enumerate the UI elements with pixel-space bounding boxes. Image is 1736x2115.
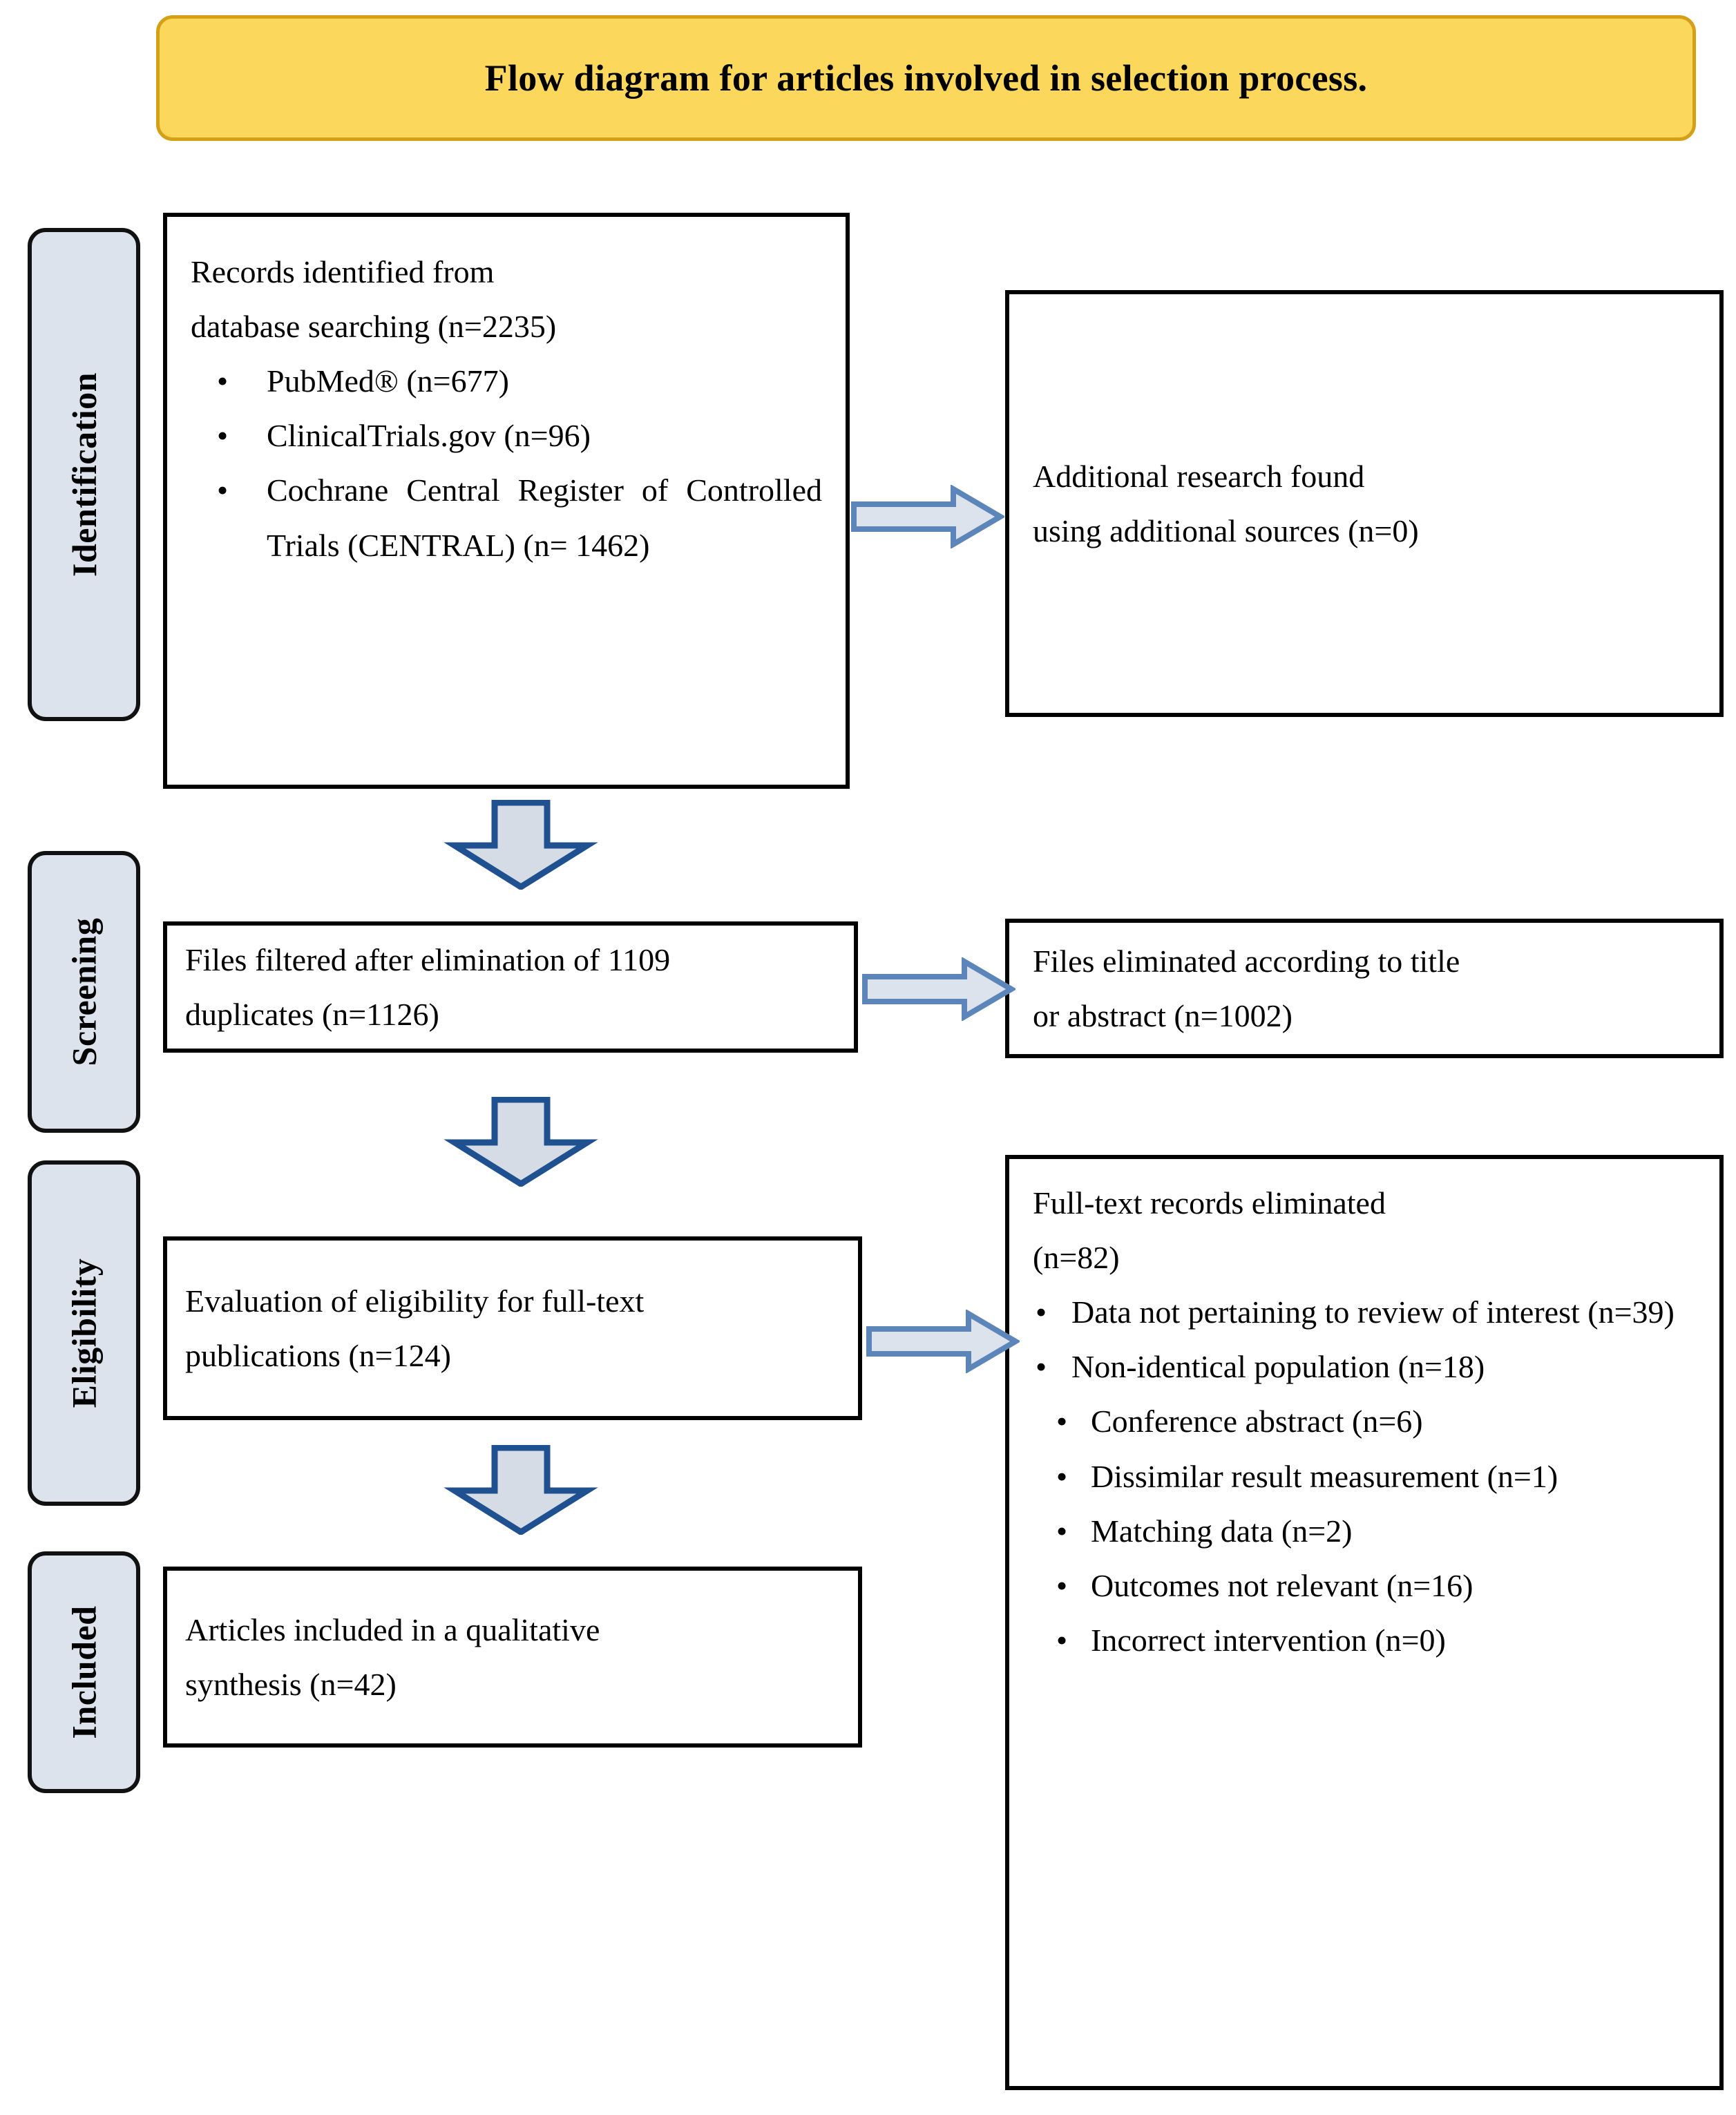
stage-label-eligibility: Eligibility xyxy=(28,1160,140,1506)
arrow-down-icon xyxy=(443,800,598,890)
arrow-right-icon xyxy=(866,1310,1020,1373)
stage-label-text: Screening xyxy=(64,917,104,1066)
stage-label-text: Identification xyxy=(64,372,104,577)
box-records-identified: Records identified from database searchi… xyxy=(163,213,850,789)
stage-label-included: Included xyxy=(28,1551,140,1793)
included-line-2: synthesis (n=42) xyxy=(185,1667,397,1702)
box-additional-research: Additional research found using addition… xyxy=(1005,290,1724,717)
list-item: Non-identical population (n=18) xyxy=(1033,1339,1696,1394)
box-fulltext-records-eliminated: Full-text records eliminated (n=82) Data… xyxy=(1005,1155,1724,2090)
fulltext-heading-line-1: Full-text records eliminated xyxy=(1033,1185,1386,1221)
additional-line-2: using additional sources (n=0) xyxy=(1033,513,1419,548)
additional-line-1: Additional research found xyxy=(1033,458,1365,494)
filtered-line-1: Files filtered after elimination of 1109 xyxy=(185,941,671,977)
fulltext-exclusion-reason-list: Data not pertaining to review of interes… xyxy=(1033,1285,1696,1667)
page-title: Flow diagram for articles involved in se… xyxy=(484,57,1368,99)
box-files-eliminated-title-abstract: Files eliminated according to title or a… xyxy=(1005,919,1724,1058)
list-item: Cochrane Central Register of Controlled … xyxy=(217,463,822,572)
stage-label-identification: Identification xyxy=(28,228,140,721)
list-item: ClinicalTrials.gov (n=96) xyxy=(217,408,822,463)
eligibility-line-2: publications (n=124) xyxy=(185,1338,451,1373)
included-line-1: Articles included in a qualitative xyxy=(185,1611,600,1647)
arrow-right-icon xyxy=(862,957,1015,1021)
arrow-right-icon xyxy=(851,485,1004,548)
arrow-down-icon xyxy=(443,1445,598,1535)
title-excl-line-2: or abstract (n=1002) xyxy=(1033,998,1293,1033)
stage-label-screening: Screening xyxy=(28,851,140,1133)
box-articles-included: Articles included in a qualitative synth… xyxy=(163,1567,862,1748)
eligibility-line-1: Evaluation of eligibility for full-text xyxy=(185,1283,645,1319)
list-item: PubMed® (n=677) xyxy=(217,354,822,408)
records-line-1: Records identified from xyxy=(191,254,495,289)
list-item: Data not pertaining to review of interes… xyxy=(1033,1285,1696,1339)
list-item: Matching data (n=2) xyxy=(1033,1504,1696,1558)
title-excl-line-1: Files eliminated according to title xyxy=(1033,943,1460,979)
stage-label-text: Included xyxy=(64,1605,104,1739)
list-item: Outcomes not relevant (n=16) xyxy=(1033,1558,1696,1613)
box-evaluation-eligibility: Evaluation of eligibility for full-text … xyxy=(163,1236,862,1420)
box-files-filtered: Files filtered after elimination of 1109… xyxy=(163,921,858,1053)
stage-label-text: Eligibility xyxy=(64,1258,104,1408)
filtered-line-2: duplicates (n=1126) xyxy=(185,997,439,1032)
fulltext-heading-line-2: (n=82) xyxy=(1033,1240,1120,1276)
list-item: Conference abstract (n=6) xyxy=(1033,1394,1696,1448)
diagram-title-banner: Flow diagram for articles involved in se… xyxy=(156,15,1696,141)
records-source-list: PubMed® (n=677) ClinicalTrials.gov (n=96… xyxy=(191,354,822,572)
list-item: Incorrect intervention (n=0) xyxy=(1033,1613,1696,1667)
records-line-2: database searching (n=2235) xyxy=(191,309,557,345)
arrow-down-icon xyxy=(443,1097,598,1187)
list-item: Dissimilar result measurement (n=1) xyxy=(1033,1449,1696,1504)
